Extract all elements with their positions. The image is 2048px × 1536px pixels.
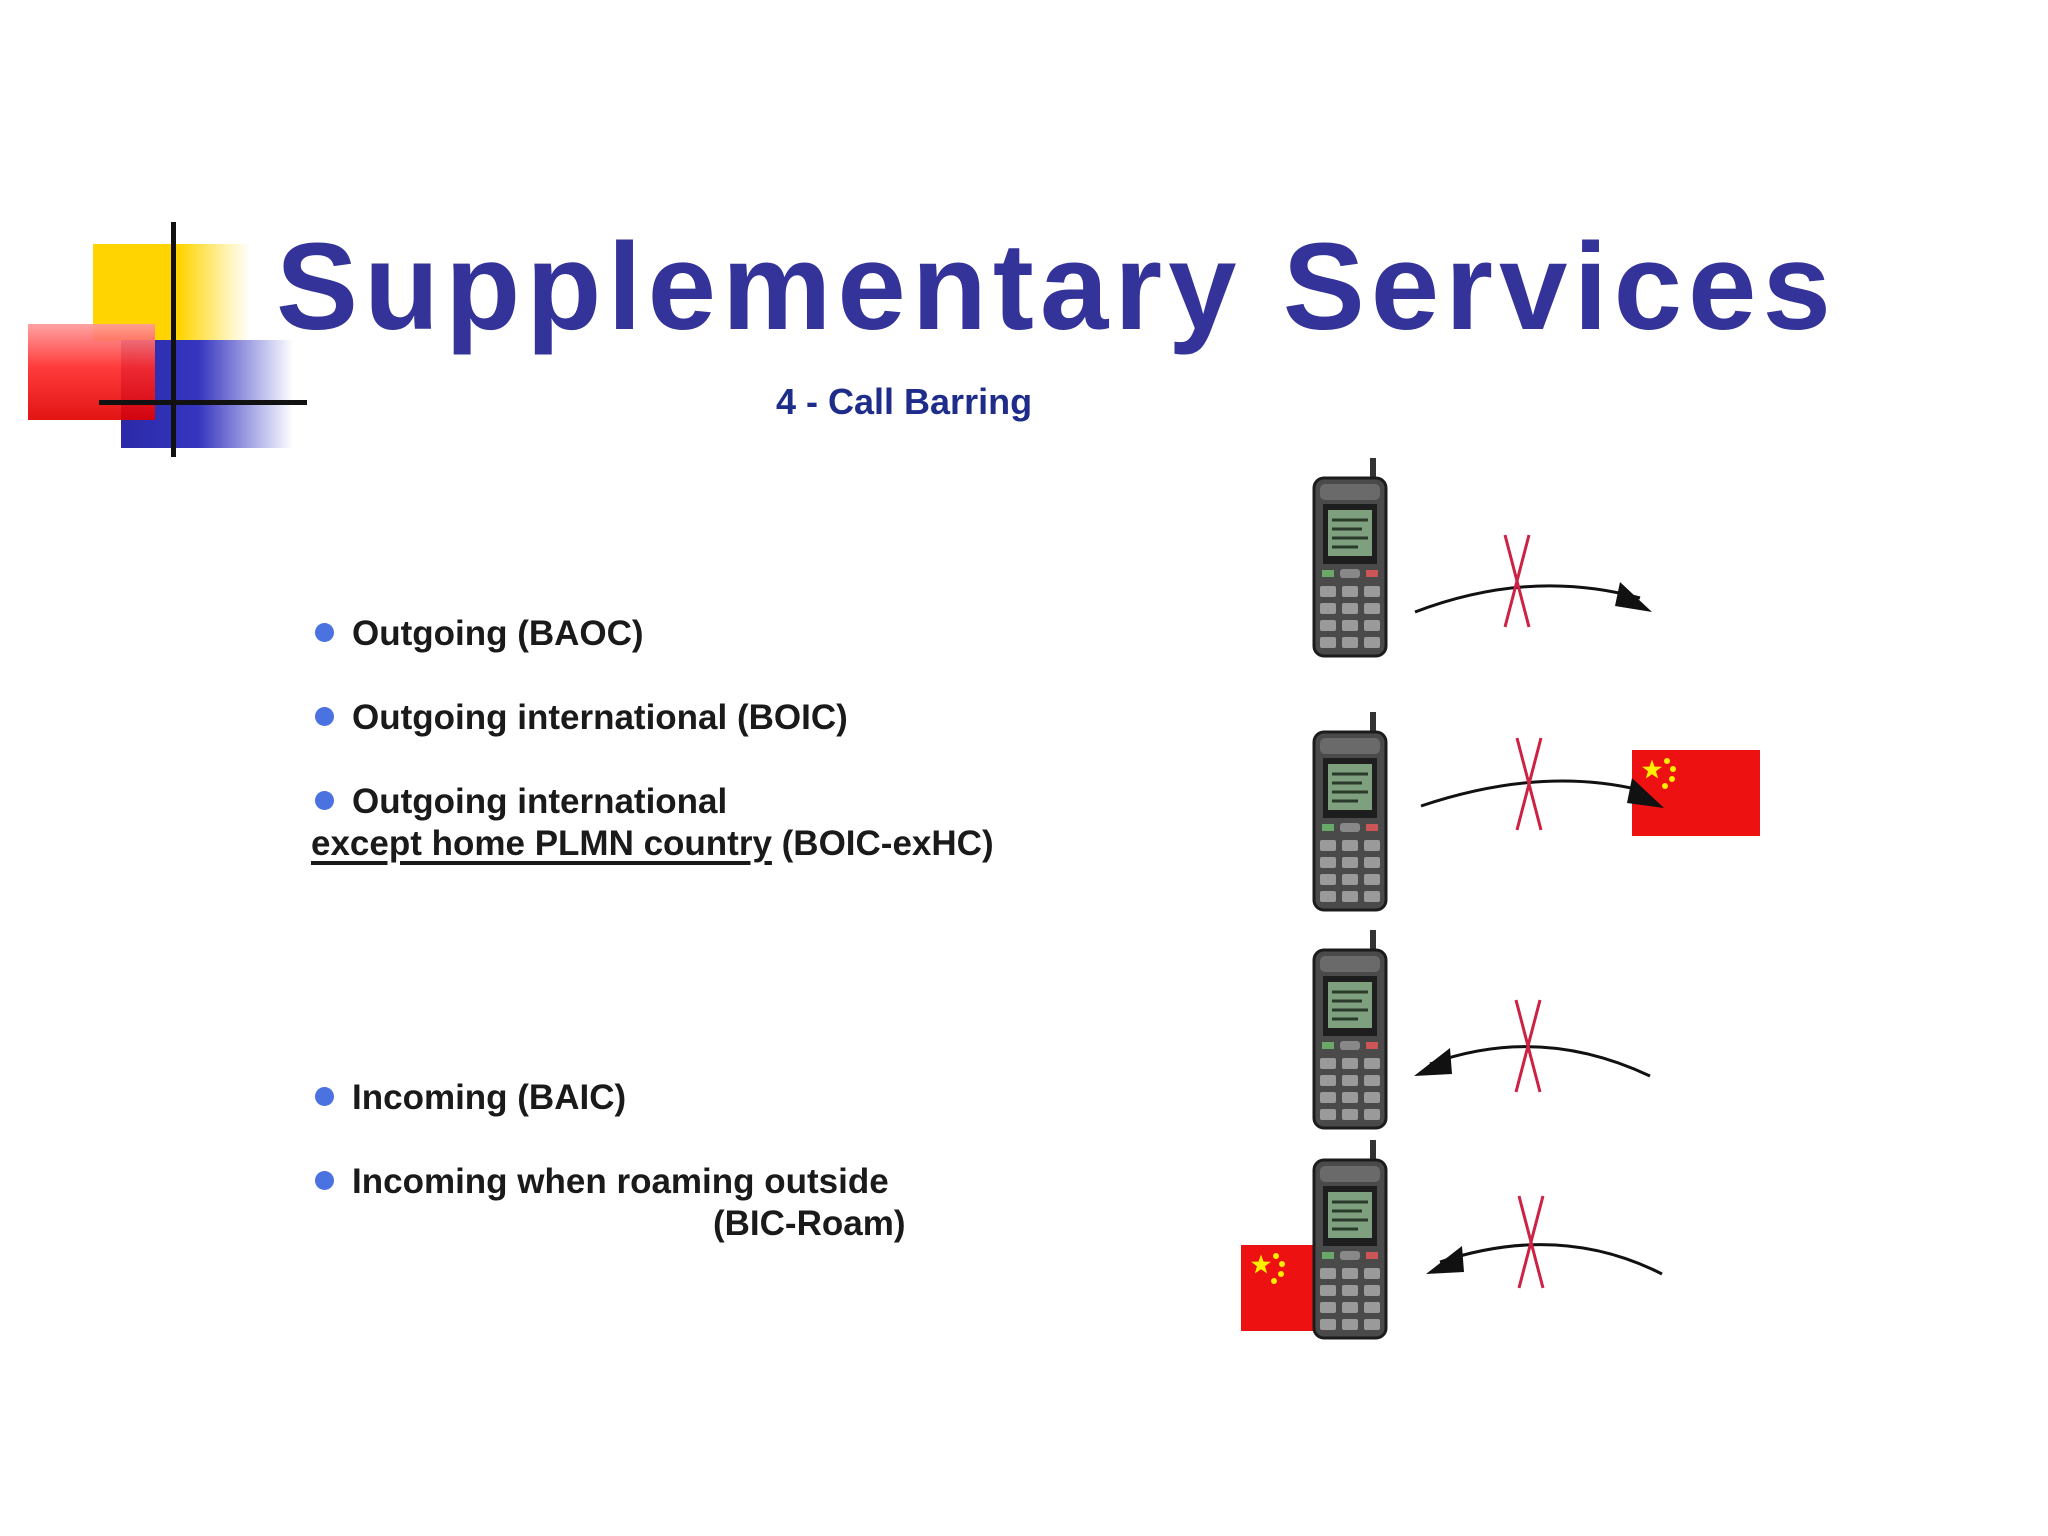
mobile-phone-icon: [1314, 1140, 1386, 1338]
call-arrow-icon: [1421, 778, 1664, 808]
row-outgoing-barred: [1314, 458, 1652, 656]
call-arrow-icon: [1426, 1245, 1662, 1274]
mobile-phone-icon: [1314, 458, 1386, 656]
barred-x-icon: [1519, 1196, 1543, 1288]
call-arrow-icon: [1415, 582, 1652, 612]
barred-x-icon: [1505, 535, 1529, 627]
row-incoming-barred: [1314, 930, 1650, 1128]
mobile-phone-icon: [1314, 930, 1386, 1128]
flag-icon: [1632, 750, 1760, 836]
row-incoming-roaming-barred: [1241, 1140, 1662, 1338]
row-outgoing-international-barred: [1314, 712, 1760, 910]
mobile-phone-icon: [1314, 712, 1386, 910]
